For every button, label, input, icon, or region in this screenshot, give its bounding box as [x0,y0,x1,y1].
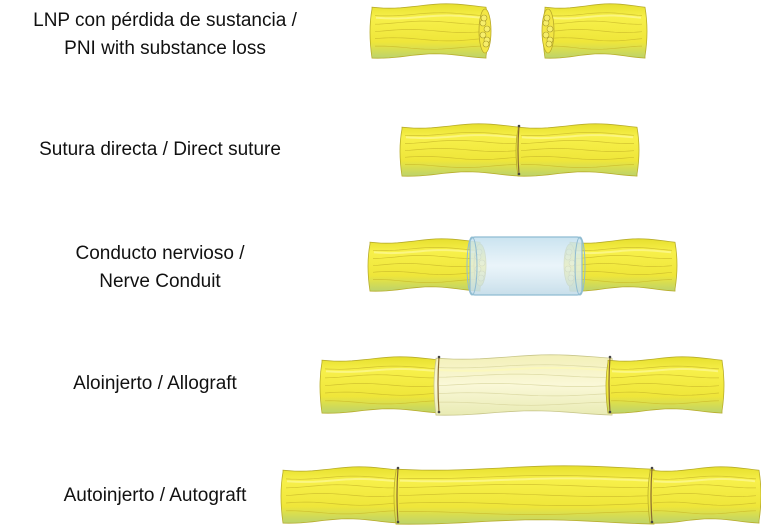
nerve-proximal [320,357,444,413]
suture-knot [438,411,441,414]
nerve-distal [606,357,724,413]
fascicle-stump [542,9,554,53]
nerve-proximal [368,239,482,291]
allograft-segment [434,355,614,415]
nerve-distal [516,124,639,176]
fascicle-stump [479,9,491,53]
nerve-proximal [281,467,402,523]
suture-knot [609,411,612,414]
suture-knot [438,356,441,359]
suture-knot [609,356,612,359]
suture-knot [397,467,400,470]
suture-knot [518,125,521,128]
suture-knot [651,467,654,470]
nerve-proximal-stump [370,4,488,58]
nerve-proximal [400,124,522,176]
suture-knot [651,521,654,524]
suture-knot [397,521,400,524]
suture-knot [518,173,521,176]
nerve-distal [648,467,761,523]
nerve-distal-stump [543,4,647,58]
autograft-segment [394,466,656,524]
nerve-conduit-tube [470,237,582,295]
